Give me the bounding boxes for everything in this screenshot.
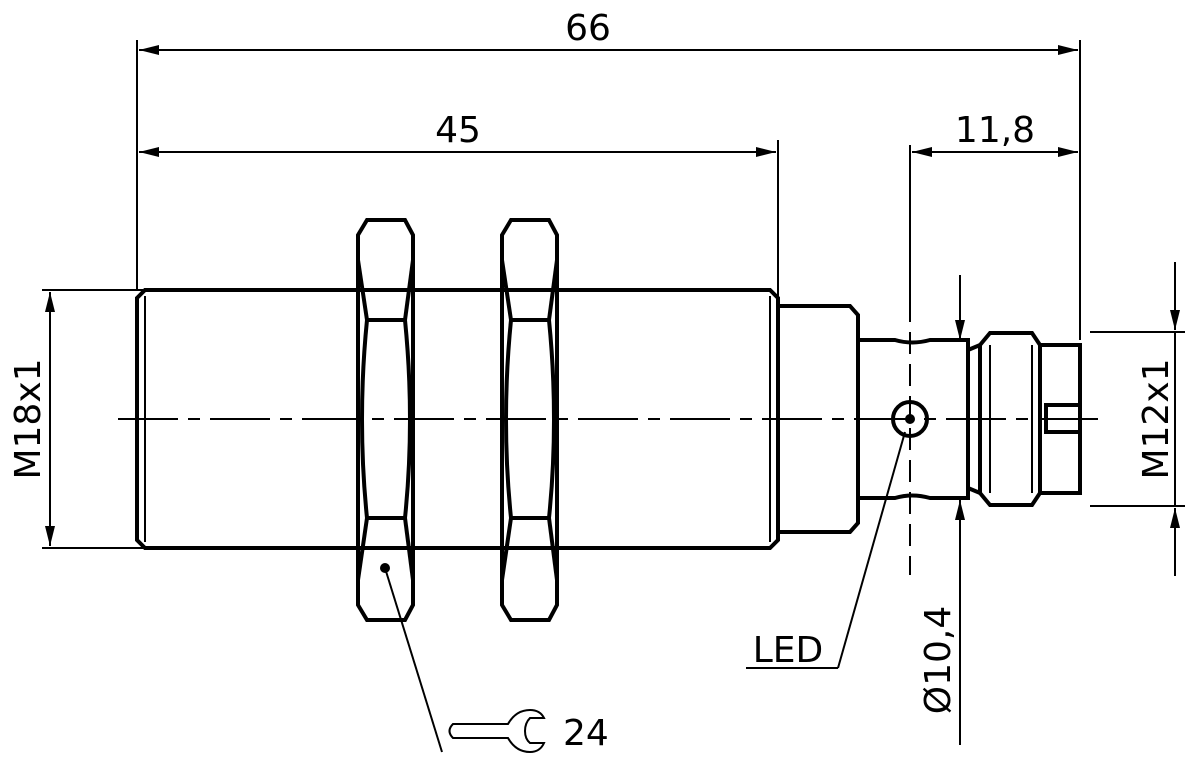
dimension-m12: M12x1 — [1136, 262, 1180, 576]
dimension-d10-4: Ø10,4 — [918, 275, 965, 745]
led-label: LED — [753, 630, 824, 671]
dimension-d10-4-label: Ø10,4 — [918, 606, 959, 715]
dimension-66: 66 — [139, 8, 1078, 55]
wrench-callout: 24 — [380, 563, 609, 754]
dimension-m12-label: M12x1 — [1136, 358, 1177, 479]
hex-nut-1 — [356, 218, 415, 622]
led-indicator — [891, 400, 929, 438]
m12-connector — [967, 331, 1082, 507]
wrench-icon — [448, 708, 546, 754]
dimension-m18: M18x1 — [8, 292, 55, 546]
dimension-m18-label: M18x1 — [8, 358, 49, 479]
wrench-size-label: 24 — [563, 713, 609, 754]
dimension-11-8-label: 11,8 — [955, 110, 1035, 151]
dimension-45: 45 — [139, 110, 776, 157]
extension-lines — [42, 40, 1185, 549]
hex-nut-2 — [500, 218, 559, 622]
dimension-45-label: 45 — [435, 110, 481, 151]
sensor-neck — [858, 338, 970, 500]
dimension-66-label: 66 — [565, 8, 611, 49]
led-callout: LED — [746, 431, 906, 671]
sensor-collar — [778, 304, 860, 534]
dimension-11-8: 11,8 — [912, 110, 1078, 157]
threaded-body — [135, 288, 780, 550]
